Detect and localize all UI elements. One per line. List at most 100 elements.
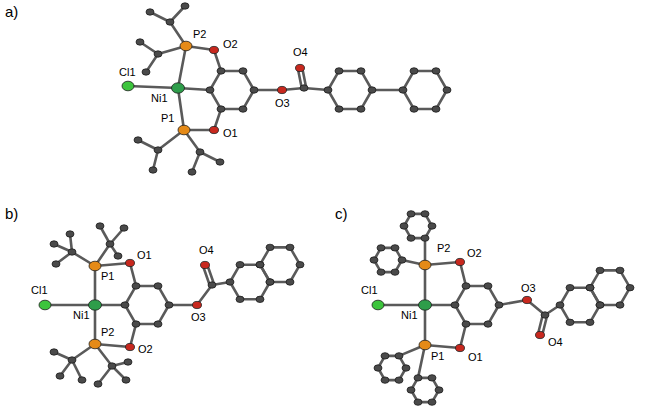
atom-ellipsoid [495, 302, 503, 308]
bond [128, 86, 178, 88]
bond [378, 304, 425, 307]
atom-ellipsoid [335, 106, 343, 112]
atom-ellipsoid [208, 282, 216, 288]
atom-ellipsoid [428, 375, 436, 381]
atom-ellipsoid [154, 321, 162, 327]
atom-ellipsoid [395, 377, 403, 383]
atom-ellipsoid [196, 149, 204, 155]
atom-label: O1 [467, 351, 484, 363]
atom-ellipsoid [596, 267, 604, 273]
atom-ellipsoid [419, 340, 431, 350]
atom-label: Ni1 [400, 309, 419, 321]
bond [178, 46, 186, 88]
atom-ellipsoid [142, 69, 150, 75]
atom-ellipsoid [56, 373, 64, 379]
atom-ellipsoid [335, 68, 343, 74]
atom-ellipsoid [122, 81, 134, 91]
atom-ellipsoid [300, 85, 308, 91]
atom-ellipsoid [419, 260, 431, 270]
atom-ellipsoid [398, 257, 406, 263]
atom-ellipsoid [78, 377, 86, 383]
atom-ellipsoid [419, 300, 432, 310]
bonds [45, 6, 630, 402]
atom-ellipsoid [377, 269, 385, 275]
atom-ellipsoid [50, 349, 58, 355]
atom-ellipsoid [201, 261, 210, 268]
atom-ellipsoid [266, 279, 274, 285]
atom-ellipsoid [616, 267, 624, 273]
atom-ellipsoid [96, 223, 104, 229]
bond [94, 266, 97, 305]
bond [178, 88, 184, 130]
atom-ellipsoid [114, 253, 122, 259]
atom-ellipsoid [370, 257, 378, 263]
atom-ellipsoid [94, 381, 102, 387]
atom-ellipsoid [106, 241, 114, 247]
atom-ellipsoid [428, 223, 436, 229]
atom-ellipsoid [256, 261, 264, 267]
atom-ellipsoid [435, 387, 443, 393]
atom-label: Cl1 [30, 284, 49, 296]
atom-ellipsoid [421, 235, 429, 241]
atom-ellipsoid [52, 261, 60, 267]
atom-ellipsoid [596, 302, 604, 308]
atom-ellipsoid [586, 319, 594, 325]
atom-ellipsoid [596, 302, 604, 308]
bond [424, 265, 427, 305]
atom-ellipsoid [108, 363, 116, 369]
atom-label: P2 [100, 326, 115, 338]
atom-ellipsoid [402, 365, 410, 371]
atom-label: Cl1 [118, 66, 137, 78]
atom-label: Cl1 [360, 284, 379, 296]
atom-ellipsoid [126, 259, 135, 266]
atom-ellipsoid [278, 86, 287, 93]
atom-ellipsoid [181, 3, 189, 9]
atom-label: O4 [198, 244, 215, 256]
atom-ellipsoid [357, 68, 365, 74]
atom-ellipsoid [377, 245, 385, 251]
atom-ellipsoid [541, 312, 549, 318]
atom-label: O4 [292, 46, 309, 58]
atom-label: O3 [520, 282, 537, 294]
atom-ellipsoid [368, 87, 376, 93]
atom-ellipsoid [154, 147, 162, 153]
atom-ellipsoid [256, 296, 264, 302]
atoms [39, 3, 634, 406]
atom-ellipsoid [180, 41, 192, 51]
atom-ellipsoid [236, 261, 244, 267]
bond [372, 89, 403, 92]
atom-ellipsoid [566, 284, 574, 290]
atom-ellipsoid [432, 68, 440, 74]
atom-ellipsoid [178, 125, 190, 135]
atom-ellipsoid [120, 225, 128, 231]
atom-ellipsoid [121, 302, 129, 308]
atom-ellipsoid [149, 167, 157, 173]
atom-ellipsoid [556, 302, 564, 308]
atom-ellipsoid [239, 68, 247, 74]
atom-label: O2 [137, 343, 154, 355]
atom-label: O1 [136, 249, 153, 261]
atom-label: O3 [190, 311, 207, 323]
atom-ellipsoid [146, 9, 154, 15]
atom-ellipsoid [286, 244, 294, 250]
atom-ellipsoid [484, 321, 492, 327]
atom-label: Ni1 [72, 309, 91, 321]
bond [94, 305, 97, 344]
atom-ellipsoid [250, 87, 258, 93]
atom-ellipsoid [165, 302, 173, 308]
atom-label: P1 [430, 350, 445, 362]
atom-ellipsoid [68, 357, 76, 363]
atom-label: O2 [222, 38, 239, 50]
atom-label: P1 [100, 270, 115, 282]
atom-ellipsoid [462, 321, 470, 327]
atom-ellipsoid [586, 284, 594, 290]
atom-ellipsoid [374, 365, 382, 371]
atom-ellipsoid [66, 231, 74, 237]
atom-ellipsoid [216, 159, 224, 165]
atom-ellipsoid [456, 258, 465, 265]
atom-ellipsoid [172, 83, 185, 93]
atom-ellipsoid [432, 106, 440, 112]
atom-ellipsoid [381, 377, 389, 383]
